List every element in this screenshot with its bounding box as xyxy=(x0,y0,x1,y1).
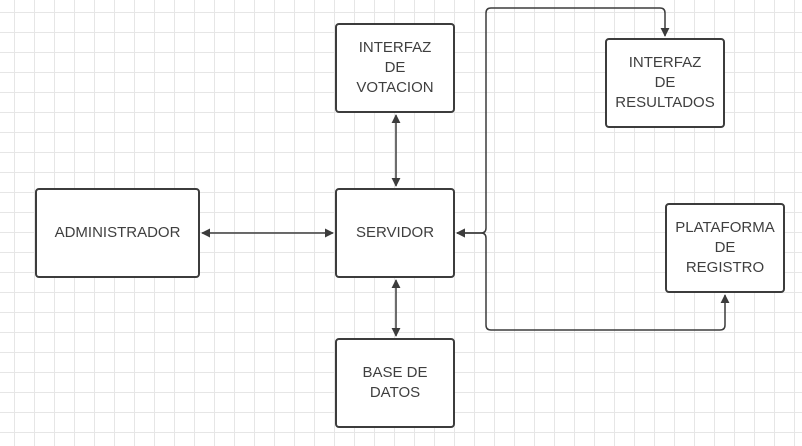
node-servidor[interactable]: SERVIDOR xyxy=(335,188,455,278)
node-base-datos[interactable]: BASE DE DATOS xyxy=(335,338,455,428)
node-plataforma-registro[interactable]: PLATAFORMA DE REGISTRO xyxy=(665,203,785,293)
connector-servidor-plataforma-registro xyxy=(456,228,730,331)
node-administrador[interactable]: ADMINISTRADOR xyxy=(35,188,200,278)
node-interfaz-resultados[interactable]: INTERFAZ DE RESULTADOS xyxy=(605,38,725,128)
node-interfaz-votacion[interactable]: INTERFAZ DE VOTACION xyxy=(335,23,455,113)
